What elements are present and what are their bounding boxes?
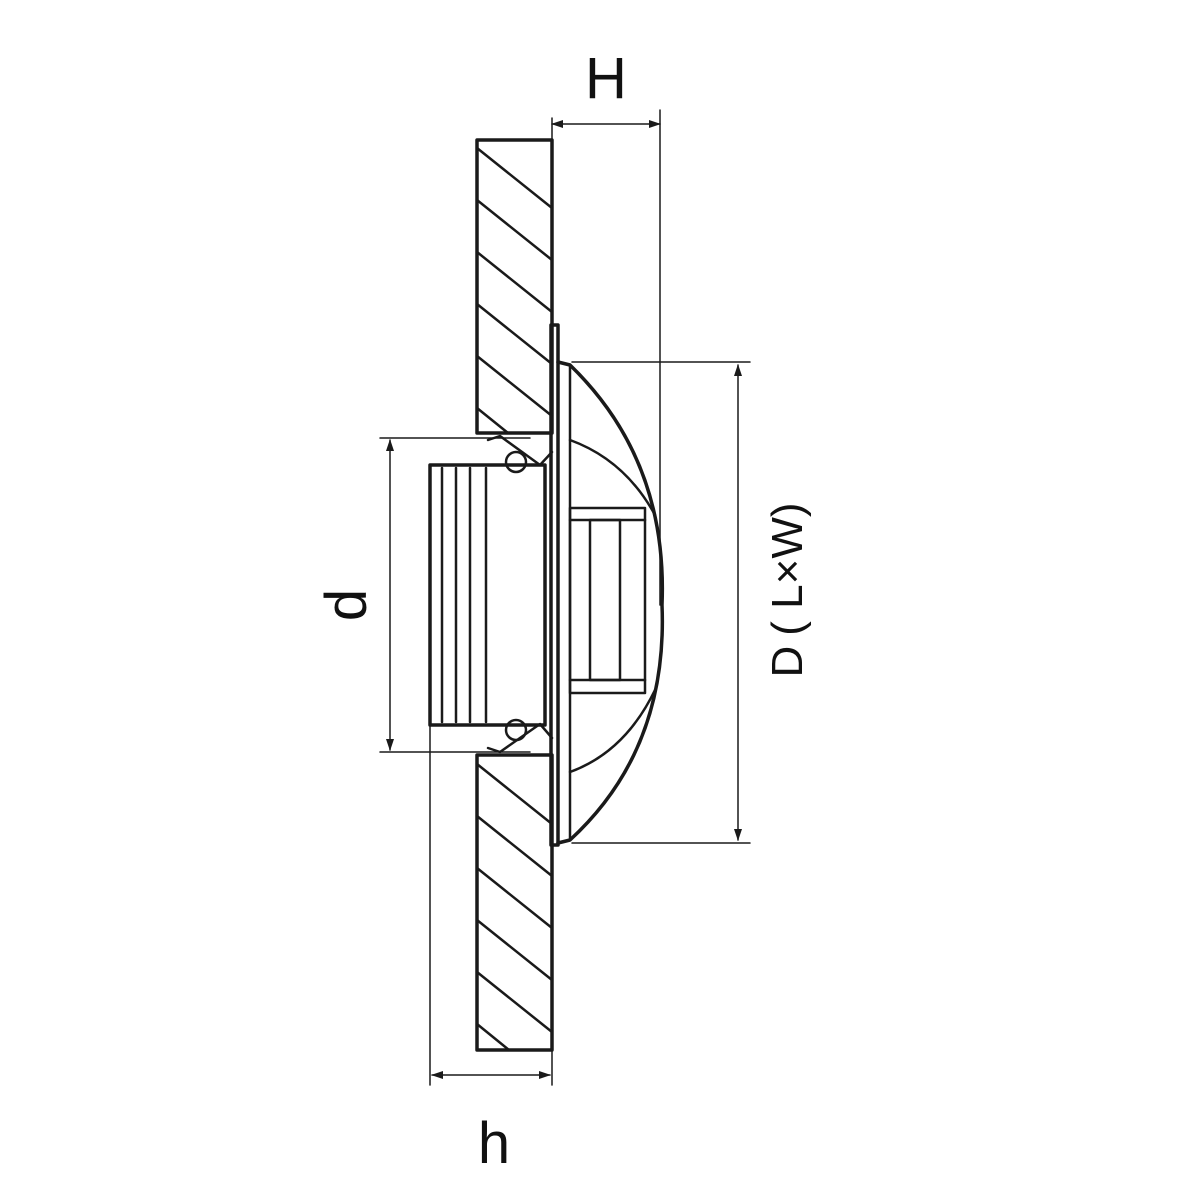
ceiling-section (475, 138, 554, 1052)
flange-plate (549, 323, 560, 847)
inner-reflector-top (568, 438, 657, 517)
dimension-label-d: d (314, 589, 379, 621)
luminaire-body (428, 323, 665, 847)
inner-reflector-bottom (568, 688, 657, 774)
dimension-H: H (551, 46, 661, 606)
mounting-springs (486, 434, 554, 754)
dimension-label-h: h (478, 1111, 510, 1176)
dimension-label-D: D ( L×W) (763, 502, 812, 677)
outer-dome (556, 360, 665, 845)
dimension-D: D ( L×W) (571, 361, 812, 844)
dimension-d: d (314, 437, 531, 753)
hatching (475, 146, 554, 1052)
recessed-housing (428, 463, 547, 727)
dimension-label-H: H (585, 46, 627, 111)
dimension-label-LxW: ( L×W) (763, 502, 812, 635)
dimension-h: h (429, 724, 553, 1176)
lens-block (568, 506, 647, 695)
cooling-fins (440, 466, 488, 724)
dimension-label-D-letter: D (763, 646, 812, 678)
